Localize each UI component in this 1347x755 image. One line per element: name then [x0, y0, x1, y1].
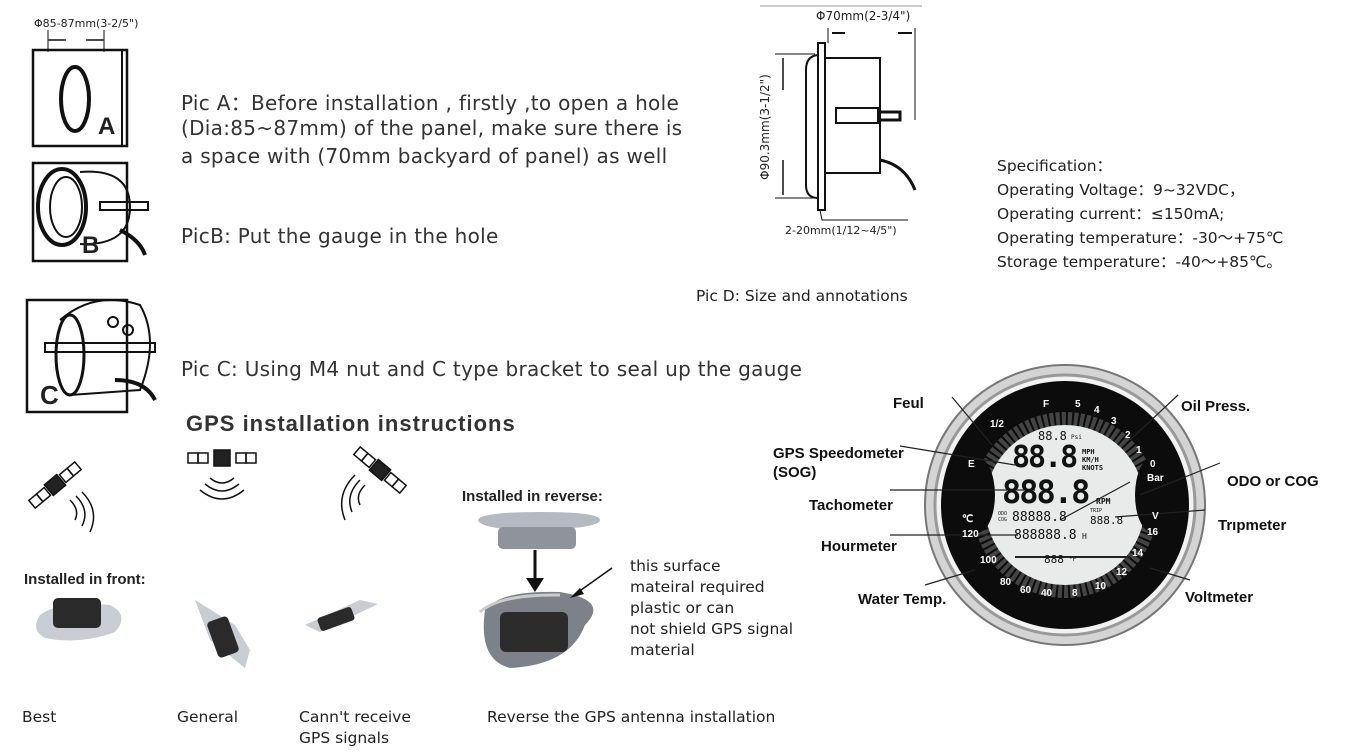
label-speed-1: GPS Speedometer — [773, 445, 904, 462]
tick-label: 16 — [1147, 527, 1159, 538]
tick-label: E — [968, 459, 975, 470]
tick-unit: Bar — [1147, 473, 1164, 484]
pic-d-depth: Φ70mm(2-3/4") — [816, 9, 911, 23]
lcd-trip: 888.8 — [1090, 514, 1124, 527]
pic-d-panel: 2-20mm(1/12~4/5") — [785, 224, 897, 237]
gauge-drawing — [890, 364, 1221, 646]
caption-best: Best — [22, 708, 57, 726]
tick-label: 3 — [1111, 416, 1117, 427]
note-line: this surface — [630, 557, 721, 575]
pic-d-drawing — [760, 5, 922, 221]
tick-label: 5 — [1075, 399, 1081, 410]
lcd-hour: 888888.8 — [1014, 528, 1077, 543]
satellite-icons — [27, 445, 408, 533]
spec-title: Specification： — [997, 157, 1113, 175]
odo-label: ODO — [998, 511, 1008, 517]
note-line: not shield GPS signal — [630, 620, 794, 638]
front-title: Installed in front: — [24, 571, 146, 588]
pic-a-line-3: a space with (70mm backyard of panel) as… — [181, 144, 668, 168]
caption-general: General — [177, 708, 239, 726]
pic-b-drawing — [31, 161, 149, 263]
pic-a-drawing — [31, 30, 129, 148]
caption-reverse: Reverse the GPS antenna installation — [487, 708, 776, 726]
unit: KM/H — [1082, 456, 1099, 464]
spec-line: Operating temperature：-30～+75℃ — [997, 229, 1284, 247]
spec-line: Storage temperature：-40～+85℃。 — [997, 253, 1282, 271]
tick-unit: V — [1152, 511, 1159, 522]
gps-antenna-reverse — [478, 512, 613, 668]
tick-label: 0 — [1150, 459, 1156, 470]
reverse-title: Installed in reverse: — [462, 488, 603, 505]
tick-label: 14 — [1132, 548, 1144, 559]
gps-antenna-front — [36, 598, 378, 668]
pic-d-height: Φ90.3mm(3-1/2") — [757, 74, 772, 180]
label-speed-2: (SOG) — [773, 464, 817, 481]
lcd-hour-unit: H — [1082, 532, 1087, 541]
caption-cannot-2: GPS signals — [299, 729, 390, 747]
label-trip: Trıpmeter — [1218, 517, 1287, 534]
pic-a-dimension: Φ85-87mm(3-2/5") — [34, 17, 139, 30]
tick-label: 1 — [1136, 445, 1142, 456]
pic-c-text: Pic C: Using M4 nut and C type bracket t… — [181, 357, 803, 381]
lcd-odo: 88888.8 — [1012, 510, 1067, 525]
tick-label: 40 — [1041, 588, 1053, 599]
tick-label: 1/2 — [990, 419, 1004, 430]
note-line: plastic or can — [630, 599, 735, 617]
label-tach: Tachometer — [809, 497, 893, 514]
label-fuel: Feul — [893, 395, 924, 412]
tick-label: 10 — [1095, 581, 1107, 592]
tick-label: 2 — [1125, 430, 1131, 441]
tick-label: 8 — [1072, 588, 1078, 599]
tick-label: 12 — [1116, 567, 1128, 578]
surface-note: this surface mateiral required plastic o… — [630, 556, 793, 661]
tick-label: 80 — [1000, 577, 1012, 588]
note-line: material — [630, 641, 695, 659]
pic-b-text: PicB: Put the gauge in the hole — [181, 224, 499, 248]
spec-line: Operating current：≤150mA; — [997, 205, 1225, 223]
label-odo: ODO or COG — [1227, 473, 1319, 490]
tick-label: 100 — [980, 555, 997, 566]
pic-a-line-1: Pic A：Before installation , firstly ,to … — [181, 91, 680, 115]
unit: KNOTS — [1082, 464, 1104, 472]
caption-cannot-1: Cann't receive — [299, 708, 411, 726]
lcd-temp-unit: °F — [1069, 556, 1077, 563]
pic-b-letter: B — [82, 232, 100, 259]
pic-a-letter: A — [98, 113, 116, 140]
pic-c-drawing — [25, 298, 157, 414]
label-oil: Oil Press. — [1181, 398, 1251, 415]
pic-d-caption: Pic D: Size and annotations — [696, 287, 908, 305]
tick-label: 4 — [1094, 405, 1100, 416]
label-volt: Voltmeter — [1185, 589, 1254, 606]
pic-a-line-2: (Dia:85~87mm) of the panel, make sure th… — [181, 116, 683, 140]
note-line: mateiral required — [630, 578, 765, 596]
pic-c-letter: C — [40, 380, 59, 410]
lcd-psi-unit: Psi — [1071, 434, 1082, 441]
label-hour: Hourmeter — [821, 538, 897, 555]
cog-label: COG — [998, 517, 1008, 523]
lcd-psi: 88.8 — [1038, 429, 1067, 443]
lcd-rpm: 888.8 — [1002, 473, 1090, 511]
spec-line: Operating Voltage：9~32VDC， — [997, 181, 1245, 199]
tick-label: 120 — [962, 529, 979, 540]
unit: MPH — [1082, 448, 1095, 456]
lcd-speed: 88.8 — [1012, 440, 1078, 475]
tick-label: F — [1043, 399, 1050, 410]
gps-title: GPS installation instructions — [186, 411, 516, 436]
tick-label: 60 — [1020, 585, 1032, 596]
label-water: Water Temp. — [858, 591, 947, 608]
lcd-temp: 888 — [1044, 553, 1064, 566]
lcd-trip-label: TRIP — [1090, 508, 1103, 514]
lcd-rpm-unit: RPM — [1096, 497, 1111, 506]
tick-unit: ℃ — [962, 514, 974, 525]
